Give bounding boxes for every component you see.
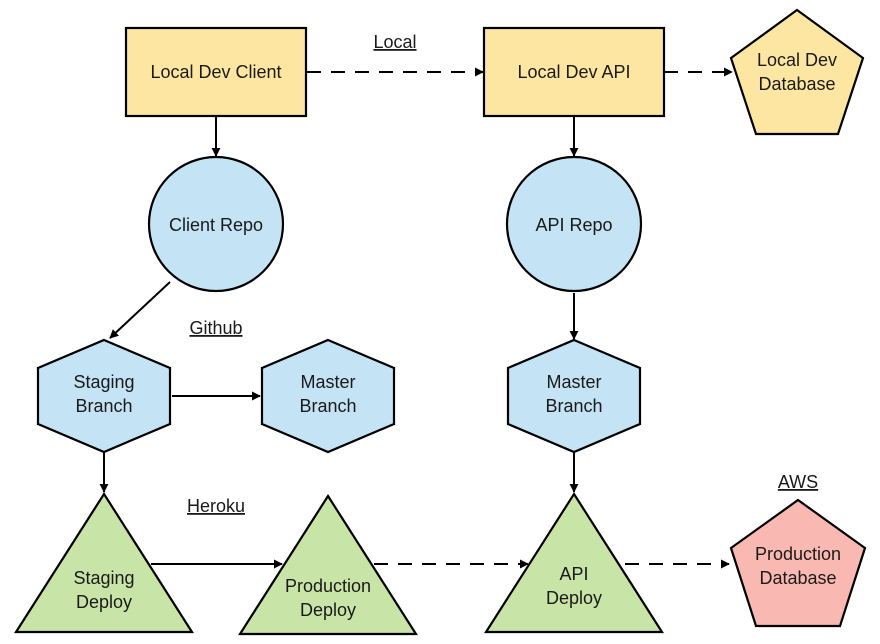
node-client-repo: Client Repo xyxy=(147,155,285,293)
node-local-dev-api: Local Dev API xyxy=(482,26,666,118)
api-repo-label: API Repo xyxy=(535,215,612,235)
production-deploy-triangle xyxy=(237,493,419,636)
edge-client-repo-to-staging-branch xyxy=(109,281,171,339)
local-dev-database-pentagon xyxy=(729,8,865,136)
node-staging-branch: Staging Branch xyxy=(36,338,172,454)
client-repo-circle xyxy=(147,155,285,293)
node-master-branch-client: Master Branch xyxy=(260,338,396,454)
master-branch-client-hexagon xyxy=(260,338,396,454)
node-local-dev-database: Local Dev Database xyxy=(729,8,865,136)
staging-deploy-label-line1: Staging xyxy=(73,568,134,588)
local-dev-client-label: Local Dev Client xyxy=(150,62,281,82)
client-repo-label: Client Repo xyxy=(169,215,263,235)
node-production-database: Production Database xyxy=(729,498,867,628)
production-deploy-label-line2: Deploy xyxy=(300,600,356,620)
node-production-deploy: Production Deploy xyxy=(237,493,419,636)
node-api-deploy: API Deploy xyxy=(483,491,665,634)
staging-branch-hexagon xyxy=(36,338,172,454)
master-branch-client-label-line2: Branch xyxy=(299,396,356,416)
group-label-heroku: Heroku xyxy=(187,496,245,516)
staging-deploy-label-line2: Deploy xyxy=(76,592,132,612)
production-deploy-label-line1: Production xyxy=(285,576,371,596)
node-staging-deploy: Staging Deploy xyxy=(13,491,195,634)
local-dev-api-label: Local Dev API xyxy=(517,62,630,82)
node-api-repo: API Repo xyxy=(505,155,643,293)
staging-deploy-triangle xyxy=(13,491,195,634)
production-database-pentagon xyxy=(729,498,867,628)
group-label-github: Github xyxy=(189,318,242,338)
group-label-local: Local xyxy=(373,32,416,52)
master-branch-api-label-line1: Master xyxy=(546,372,601,392)
api-deploy-triangle xyxy=(483,491,665,634)
local-dev-client-box xyxy=(124,26,308,118)
production-database-label-line2: Database xyxy=(759,568,836,588)
api-repo-circle xyxy=(505,155,643,293)
local-dev-database-label-line2: Database xyxy=(758,74,835,94)
production-database-label-line1: Production xyxy=(755,544,841,564)
group-label-aws: AWS xyxy=(778,472,818,492)
staging-branch-label-line1: Staging xyxy=(73,372,134,392)
api-deploy-label-line2: Deploy xyxy=(546,588,602,608)
staging-branch-label-line2: Branch xyxy=(75,396,132,416)
master-branch-client-label-line1: Master xyxy=(300,372,355,392)
node-master-branch-api: Master Branch xyxy=(506,338,642,454)
local-dev-api-box xyxy=(482,26,666,118)
master-branch-api-label-line2: Branch xyxy=(545,396,602,416)
local-dev-database-label-line1: Local Dev xyxy=(757,50,837,70)
edges xyxy=(99,67,733,569)
master-branch-api-hexagon xyxy=(506,338,642,454)
node-local-dev-client: Local Dev Client xyxy=(124,26,308,118)
api-deploy-label-line1: API xyxy=(559,564,588,584)
